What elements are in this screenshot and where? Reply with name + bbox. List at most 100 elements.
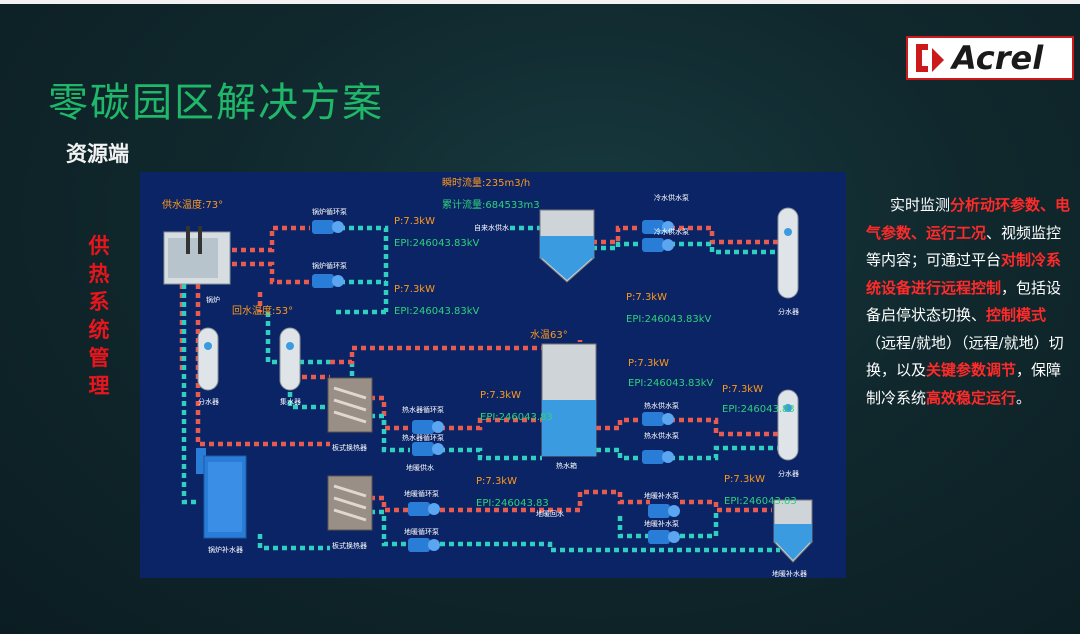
plain-text: 等内容；可通过平台: [866, 251, 1002, 269]
highlight-text: 对制冷系: [1001, 251, 1062, 269]
description-text: 实时监测分析动环参数、电 气参数、运行工况、视频监控 等内容；可通过平台对制冷系…: [866, 192, 1080, 412]
floor-make-b-label: 地暖补水泵: [644, 519, 679, 528]
power-reading-3: P:7.3kW: [626, 292, 667, 303]
floor-pump-a-label: 地暖循环泵: [404, 489, 439, 498]
power-reading-8: P:7.3kW: [724, 474, 765, 485]
floor-supply-label: 地暖供水: [406, 463, 434, 472]
floor-makeup-pump-a[interactable]: [648, 504, 680, 518]
plain-text: 、视频监控: [986, 223, 1062, 242]
energy-reading-4: EPI:246043.83kV: [628, 378, 714, 389]
boiler-pump-a[interactable]: [312, 220, 344, 234]
splitter-left[interactable]: [197, 327, 219, 391]
floor-pump-b[interactable]: [408, 538, 440, 552]
logo-text: Acrel: [952, 39, 1044, 77]
description-line: 备启停状态切换、控制模式: [866, 302, 1080, 330]
hot-supply-b-label: 热水供水泵: [644, 431, 679, 440]
boiler-makeup-tank[interactable]: [196, 448, 247, 539]
top-border: [0, 0, 1080, 4]
energy-reading-7: EPI:246043.83: [476, 498, 549, 509]
energy-reading-5: EPI:246043.83: [480, 412, 553, 423]
flow-total-readout: 累计流量:684533m3: [442, 198, 540, 211]
makeup-in-label: 自来水供水: [474, 223, 509, 232]
plain-text: 备启停状态切换、: [866, 306, 987, 324]
description-line: 换，以及关键参数调节，保障: [866, 357, 1080, 385]
description-line: （远程/就地）（远程/就地）切: [866, 330, 1080, 358]
cold-water-tank[interactable]: [538, 209, 596, 283]
power-reading-5: P:7.3kW: [480, 390, 521, 401]
boiler-pump-b-label: 锅炉循环泵: [312, 261, 347, 270]
return-temp-readout: 回水温度:53°: [232, 304, 293, 317]
collector-label: 集水器: [280, 397, 301, 406]
supply-temp-readout: 供水温度:73°: [162, 198, 223, 211]
hex-a-label: 板式换热器: [332, 443, 367, 452]
hot-supply-a-label: 热水供水泵: [644, 401, 679, 410]
floor-return-label: 地暖回水: [536, 509, 564, 518]
boiler-pump-a-label: 锅炉循环泵: [312, 207, 347, 216]
hot-water-tank[interactable]: [541, 343, 597, 457]
boiler-pump-b[interactable]: [312, 274, 344, 288]
hot-tank-label: 热水箱: [556, 461, 577, 470]
hot-pump-a-label: 热水器循环泵: [402, 405, 444, 414]
cold-pump-b[interactable]: [642, 238, 674, 252]
floor-makeup-pump-b[interactable]: [648, 530, 680, 544]
energy-reading-3: EPI:246043.83kV: [626, 314, 712, 325]
scada-diagram-panel[interactable]: 锅炉 锅炉循环泵 锅炉循环泵 自来水供水 冷水供水泵 冷水供水泵 分水器: [140, 172, 846, 578]
power-reading-4: P:7.3kW: [628, 358, 669, 369]
cold-pump-a-label: 冷水供水泵: [654, 193, 689, 202]
boiler-make-tank-label: 锅炉补水器: [208, 545, 243, 554]
plain-text: （远程/就地）（远程/就地）切: [866, 333, 1064, 352]
hot-supply-pump-a[interactable]: [642, 412, 674, 426]
cold-pump-b-label: 冷水供水泵: [654, 227, 689, 236]
plain-text: 制冷系统: [866, 388, 927, 407]
splitter-right[interactable]: [777, 207, 799, 299]
energy-reading-2: EPI:246043.83kV: [394, 306, 480, 317]
splitter-right-label: 分水器: [778, 307, 799, 316]
description-line: 等内容；可通过平台对制冷系: [866, 247, 1080, 275]
highlight-text: 气参数、运行工况: [866, 223, 987, 242]
splitter-mid[interactable]: [777, 389, 799, 461]
power-reading-6: P:7.3kW: [722, 384, 763, 395]
floor-makeup-tank[interactable]: [772, 499, 814, 563]
description-line: 气参数、运行工况、视频监控: [866, 220, 1080, 248]
highlight-text: 高效稳定运行: [926, 388, 1017, 407]
floor-pump-b-label: 地暖循环泵: [404, 527, 439, 536]
energy-reading-6: EPI:246043.83: [722, 404, 795, 415]
energy-reading-1: EPI:246043.83kV: [394, 238, 480, 249]
heat-exchanger-b[interactable]: [327, 475, 373, 531]
hot-pump-b-label: 热水器循环泵: [402, 433, 444, 442]
slide-title: 零碳园区解决方案: [48, 80, 384, 126]
tank-temp-readout: 水温63°: [530, 329, 568, 341]
plain-text: 换，以及: [866, 361, 927, 379]
hot-supply-pump-b[interactable]: [642, 450, 674, 464]
floor-pump-a[interactable]: [408, 502, 440, 516]
logo-mark-icon: [916, 44, 944, 72]
splitter-mid-label: 分水器: [778, 469, 799, 478]
power-reading-7: P:7.3kW: [476, 476, 517, 487]
plain-text: ，保障: [1016, 361, 1062, 379]
highlight-text: 关键参数调节: [926, 361, 1017, 379]
hot-pump-b[interactable]: [412, 442, 444, 456]
slide-subtitle: 资源端: [66, 142, 129, 166]
hot-pump-a[interactable]: [412, 420, 444, 434]
highlight-text: 统设备进行远程控制: [866, 278, 1002, 297]
collector[interactable]: [279, 327, 301, 391]
floor-make-tank-label: 地暖补水器: [772, 569, 807, 578]
power-reading-1: P:7.3kW: [394, 216, 435, 227]
boiler-label: 锅炉: [206, 295, 220, 304]
flow-instant-readout: 瞬时流量:235m3/h: [442, 176, 530, 189]
boiler[interactable]: [163, 226, 231, 285]
description-line: 制冷系统高效稳定运行。: [866, 385, 1080, 413]
plain-text: 实时监测: [890, 196, 951, 214]
highlight-text: 分析动环参数、电: [950, 196, 1071, 214]
power-reading-2: P:7.3kW: [394, 284, 435, 295]
hex-b-label: 板式换热器: [332, 541, 367, 550]
company-logo: Acrel: [906, 36, 1074, 80]
plain-text: 。: [1016, 388, 1032, 407]
heat-exchanger-a[interactable]: [327, 377, 373, 433]
description-line: 实时监测分析动环参数、电: [866, 192, 1080, 220]
side-vertical-label: 供热系统管理: [88, 233, 110, 398]
highlight-text: 控制模式: [986, 306, 1047, 324]
pipe-network: [179, 225, 780, 553]
description-line: 统设备进行远程控制，包括设: [866, 275, 1080, 303]
cold-pump-a[interactable]: [642, 220, 674, 234]
